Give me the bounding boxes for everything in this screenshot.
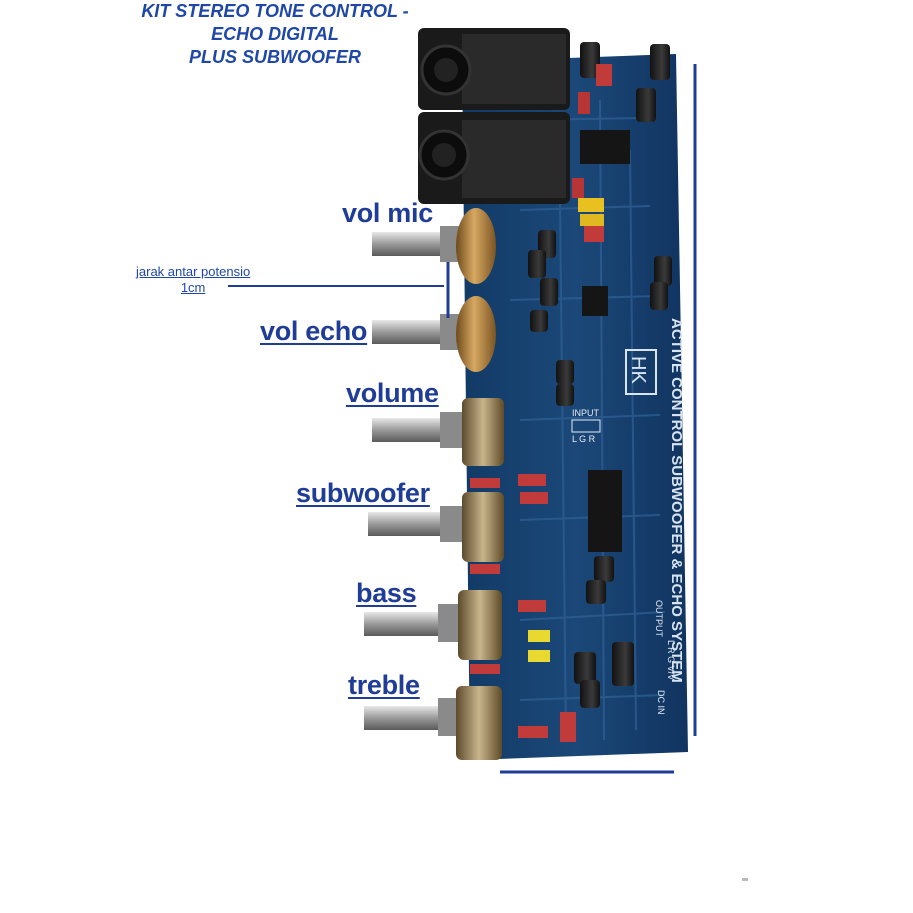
dc-label: DC IN bbox=[656, 690, 666, 715]
product-title: KIT STEREO TONE CONTROL - ECHO DIGITAL P… bbox=[110, 0, 440, 69]
dimension-lines bbox=[228, 64, 697, 774]
label-vol-echo: vol echo bbox=[260, 316, 368, 346]
input-label: INPUT bbox=[572, 408, 600, 418]
title-line-3: PLUS SUBWOOFER bbox=[188, 47, 361, 67]
label-vol-mic: vol mic bbox=[342, 198, 433, 228]
ic-chips bbox=[580, 130, 630, 552]
title-line-1: KIT STEREO TONE CONTROL - bbox=[141, 1, 409, 21]
output-pins: L R G V/V bbox=[666, 640, 676, 680]
audio-jack-icon bbox=[418, 28, 570, 204]
capacitors bbox=[528, 42, 672, 708]
svg-text:HK: HK bbox=[627, 356, 649, 384]
label-bass: bass bbox=[356, 578, 417, 608]
spacing-note-line-2: 1cm bbox=[180, 280, 206, 295]
pcb-silkscreen-text: ACTIVE CONTROL SUBWOOFER & ECHO SYSTEM bbox=[668, 318, 685, 683]
title-line-2: ECHO DIGITAL bbox=[211, 24, 339, 44]
label-treble: treble bbox=[348, 670, 420, 700]
hk-logo: HK bbox=[625, 349, 657, 395]
spacing-note-line-1: jarak antar potensio bbox=[136, 264, 251, 279]
input-pins: L G R bbox=[572, 434, 596, 444]
passive-components bbox=[470, 64, 612, 742]
potentiometers bbox=[364, 208, 504, 760]
label-subwoofer: subwoofer bbox=[296, 478, 430, 508]
label-volume: volume bbox=[346, 378, 439, 408]
potentiometer-spacing-note: jarak antar potensio 1cm bbox=[136, 264, 250, 296]
watermark-dot bbox=[742, 878, 748, 881]
output-label: OUTPUT bbox=[654, 600, 664, 638]
